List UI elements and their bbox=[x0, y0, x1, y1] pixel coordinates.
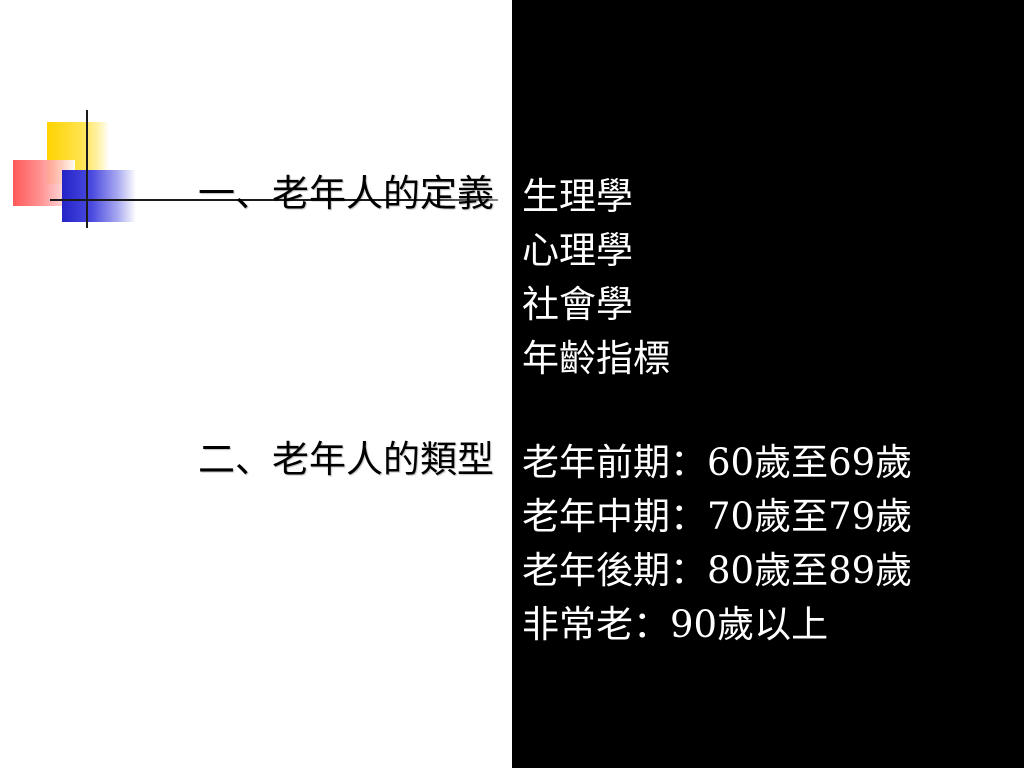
list-item: 生理學 bbox=[522, 175, 633, 218]
blue-square-decoration bbox=[62, 170, 136, 222]
black-panel bbox=[512, 0, 1024, 768]
list-item: 心理學 bbox=[522, 229, 633, 272]
definition-list: 生理學 心理學 社會學 年齡指標 bbox=[522, 170, 670, 386]
list-item: 年齡指標 bbox=[522, 337, 670, 380]
heading-definition: 一、老年人的定義 bbox=[198, 172, 494, 215]
types-list: 老年前期：60歲至69歲 老年中期：70歲至79歲 老年後期：80歲至89歲 非… bbox=[522, 436, 912, 652]
list-item: 老年後期：80歲至89歲 bbox=[522, 549, 913, 592]
list-item: 老年中期：70歲至79歲 bbox=[522, 495, 913, 538]
list-item: 社會學 bbox=[522, 283, 633, 326]
vertical-line-decoration bbox=[86, 110, 88, 228]
horizontal-line-decoration bbox=[50, 199, 498, 201]
heading-types: 二、老年人的類型 bbox=[198, 438, 494, 481]
list-item: 老年前期：60歲至69歲 bbox=[522, 441, 913, 484]
list-item: 非常老：90歲以上 bbox=[522, 603, 829, 646]
